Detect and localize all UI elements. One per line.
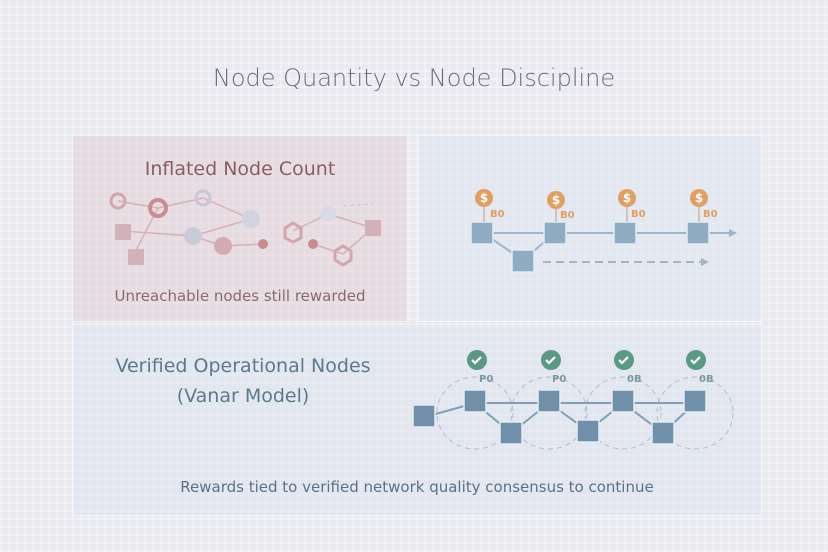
svg-text:$: $ — [695, 191, 703, 205]
node-icons — [412, 389, 707, 445]
svg-text:$: $ — [552, 193, 560, 207]
verified-node-panel: Verified Operational Nodes (Vanar Model)… — [72, 324, 762, 516]
node-icons — [109, 189, 381, 267]
title-line: (Vanar Model) — [176, 385, 310, 407]
check-label: P0 — [552, 374, 566, 385]
coin-label: B0 — [490, 209, 505, 220]
svg-text:$: $ — [480, 191, 488, 205]
verified-network-graph: P0 P0 0B 0B — [412, 350, 734, 450]
svg-text:$: $ — [623, 191, 631, 205]
inflated-node-panel: Inflated Node Count Unreachable nodes st… — [72, 135, 408, 322]
title-line: Verified Operational Nodes — [115, 355, 371, 377]
panel-title: Inflated Node Count — [144, 158, 336, 180]
panel-caption: Rewards tied to verified network quality… — [180, 478, 654, 496]
panel-title: Verified Operational Nodes (Vanar Model) — [113, 351, 373, 411]
panel-caption: Unreachable nodes still rewarded — [114, 287, 366, 305]
coin-icons — [475, 189, 708, 209]
check-icons — [467, 350, 706, 370]
inflated-network-graph — [109, 189, 381, 267]
check-label: 0B — [699, 374, 714, 385]
check-label: P0 — [479, 374, 493, 385]
coin-label: B0 — [703, 209, 718, 220]
coin-label: B0 — [631, 209, 646, 220]
coin-label: B0 — [560, 210, 575, 221]
page-title: Node Quantity vs Node Discipline — [212, 64, 616, 92]
rewarded-node-panel: $ $ $ $ B0 B0 B0 B0 — [418, 135, 762, 322]
check-label: 0B — [627, 374, 642, 385]
reward-network-graph: $ $ $ $ B0 B0 B0 B0 — [470, 189, 737, 273]
